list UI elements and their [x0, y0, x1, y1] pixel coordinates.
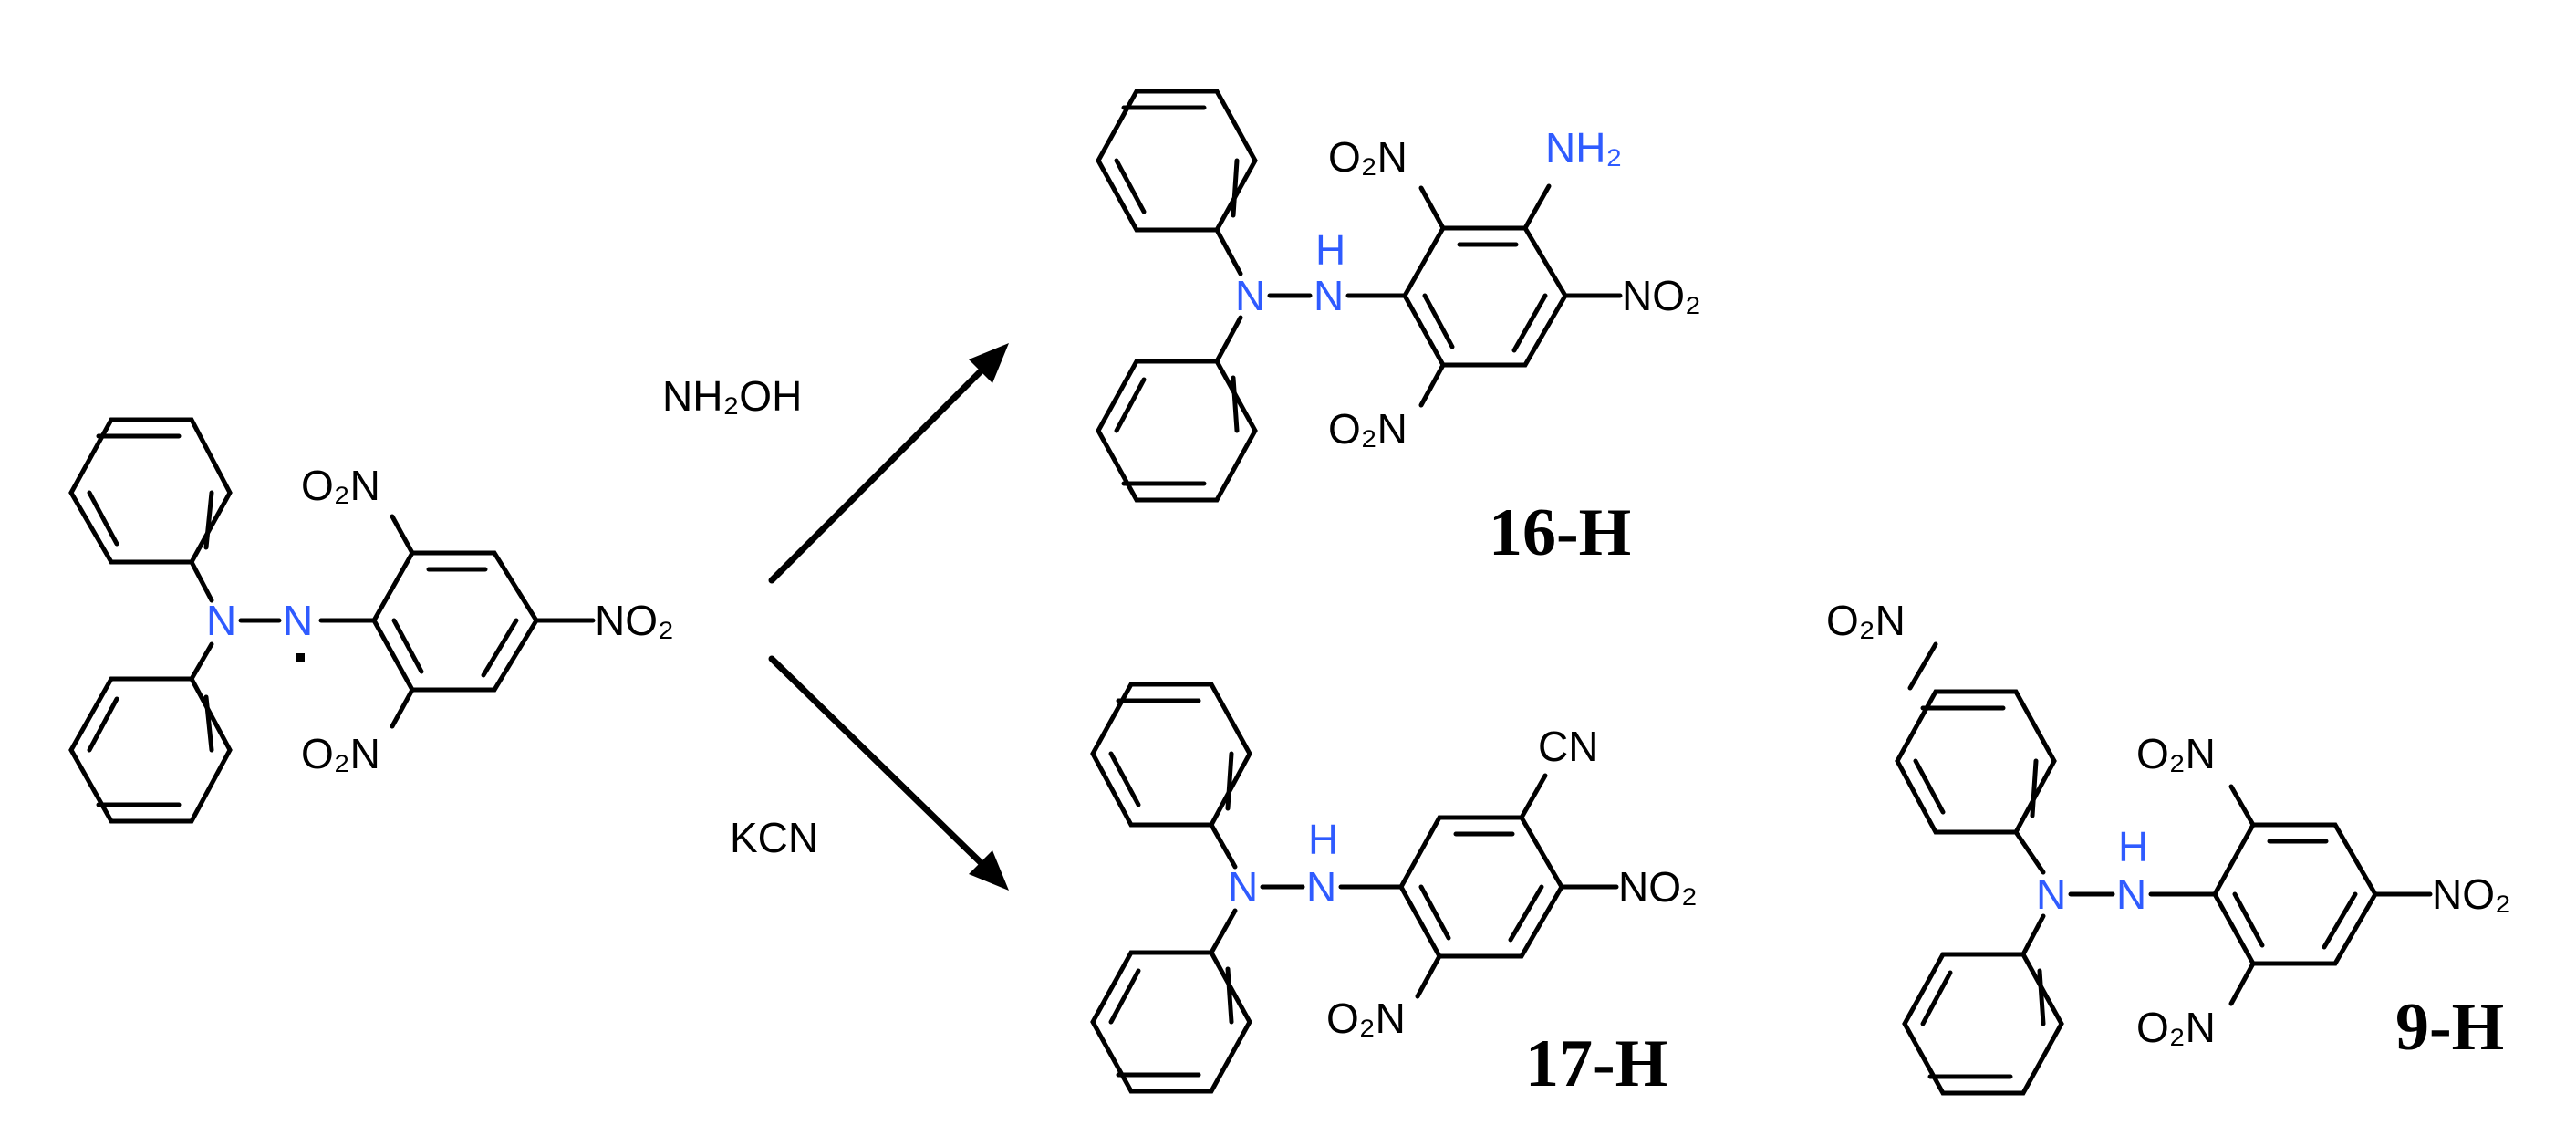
p17-ring [1398, 815, 1564, 959]
p9-bond-no2-bottom [2228, 961, 2256, 1006]
p17-no2-right: NO₂ [1618, 863, 1698, 911]
p9-bond-no2-phenyl [1907, 641, 1938, 691]
p9-bond-no2-top [2228, 784, 2256, 828]
p9-no2-phenyl: O₂N [1826, 597, 1906, 644]
reactant-bond-ph1-n [189, 559, 214, 603]
p17-phenyl-top-dbl3 [1108, 751, 1141, 807]
reactant-n-left: N [206, 597, 236, 644]
p16-nh2: NH₂ [1545, 124, 1622, 172]
reactant-n-right: N [283, 597, 313, 644]
p16-no2-top: O₂N [1328, 133, 1407, 181]
p16-phenyl-bottom-dbl3 [1114, 377, 1147, 433]
reactant-no2-ortho-top: O₂N [301, 462, 380, 509]
compound-label-16h: 16-H [1489, 495, 1631, 570]
p9-nh-h: H [2118, 823, 2148, 870]
p16-n-left: N [1235, 272, 1265, 319]
reagent-nh2oh: NH₂OH [662, 372, 802, 420]
p16-no2-bottom: O₂N [1328, 405, 1407, 453]
p9-picryl-dbl2 [2322, 891, 2358, 950]
arrow-bottom [768, 655, 994, 876]
p9-picryl-dbl3 [2232, 891, 2265, 948]
radical-dot-icon [296, 653, 305, 662]
reaction-arrows: NH₂OH KCN [662, 343, 1009, 891]
p17-phenyl-bottom-dbl2 [1225, 966, 1234, 1025]
p17-phenyl-top-dbl2 [1225, 751, 1234, 811]
p17-ring-dbl2 [1508, 884, 1544, 943]
p9-phenyl-bottom-dbl2 [2037, 968, 2046, 1026]
p17-no2-bottom: O₂N [1326, 995, 1406, 1042]
reactant-phenyl-top-dbl3 [87, 490, 119, 547]
p16-phenyl-top-dbl3 [1114, 158, 1147, 214]
p16-bond-no2-top [1418, 185, 1446, 231]
p16-phenyl-top-dbl2 [1231, 158, 1240, 218]
reactant-phenyl-bottom-dbl2 [203, 694, 214, 753]
p9-nitrophenyl-dbl2 [2030, 758, 2039, 818]
p9-no2-bottom: O₂N [2136, 1004, 2216, 1051]
p17-bond-ph2-n [1209, 908, 1238, 955]
reactant-bond-ph2-n [189, 641, 214, 682]
reactant-bond-no2-top [390, 514, 415, 556]
reactant-phenyl-bottom-dbl3 [87, 696, 119, 753]
p16-no2-right: NO₂ [1622, 272, 1701, 319]
p17-nh-n: N [1306, 863, 1336, 911]
reactant-picryl-dbl3 [391, 618, 424, 674]
p16-bond-nh2 [1522, 183, 1552, 231]
p16-nh-n: N [1314, 272, 1344, 319]
p9-n-left: N [2036, 870, 2066, 918]
reactant-picryl-ring [371, 550, 539, 693]
compound-label-17h: 17-H [1525, 1026, 1667, 1101]
p17-n-left: N [1228, 863, 1258, 911]
p16-bond-ph1-n [1214, 227, 1243, 276]
p9-phenyl-bottom-dbl3 [1920, 970, 1953, 1026]
p17-bond-ph1-n [1209, 822, 1238, 870]
reactant-bond-no2-bottom [390, 687, 415, 729]
reactant-phenyl-top-dbl2 [203, 490, 214, 550]
p9-picryl-ring [2212, 822, 2378, 966]
p17-bond-cn [1519, 773, 1548, 820]
p17-nh-h: H [1308, 816, 1338, 863]
p9-bond-ph2-n [2020, 913, 2046, 957]
p16-bond-no2-bottom [1418, 362, 1446, 408]
arrow-bottom-head-icon [969, 850, 1009, 891]
p9-nh-n: N [2116, 870, 2146, 918]
p16-ring-dbl3 [1422, 293, 1455, 349]
p9-no2-right: NO₂ [2432, 870, 2511, 918]
compound-label-9h: 9-H [2395, 990, 2504, 1065]
p16-nh-h: H [1315, 226, 1345, 274]
reactant-picryl-dbl2 [481, 618, 519, 678]
p16-ring-dbl2 [1511, 293, 1548, 353]
p9-nitrophenyl-dbl3 [1913, 758, 1946, 815]
p9-bond-ph1-n [2013, 829, 2046, 875]
p17-phenyl-bottom-dbl3 [1108, 968, 1141, 1025]
p16-bond-ph2-n [1214, 315, 1243, 364]
product-17h: N N H CN NO₂ O₂N 17-H [1090, 682, 1698, 1101]
p16-ring [1402, 225, 1568, 368]
reagent-kcn: KCN [730, 814, 818, 861]
p17-ring-dbl3 [1418, 884, 1451, 941]
product-16h: N N H O₂N NH₂ NO₂ O₂N 16-H [1096, 89, 1701, 570]
arrow-top [768, 358, 994, 584]
reactant-no2-ortho-bottom: O₂N [301, 730, 380, 777]
p16-phenyl-bottom-dbl2 [1231, 375, 1240, 433]
arrow-top-head-icon [969, 343, 1009, 383]
p9-no2-top: O₂N [2136, 730, 2216, 777]
p17-cn: CN [1538, 723, 1598, 770]
reactant-no2-para: NO₂ [595, 597, 674, 644]
reactant-dpph: N N O₂N O₂N NO₂ [68, 417, 674, 824]
compound-9h: O₂N N N H O₂N NO₂ O₂N 9-H [1826, 597, 2511, 1096]
p17-bond-no2-bottom [1415, 953, 1442, 999]
